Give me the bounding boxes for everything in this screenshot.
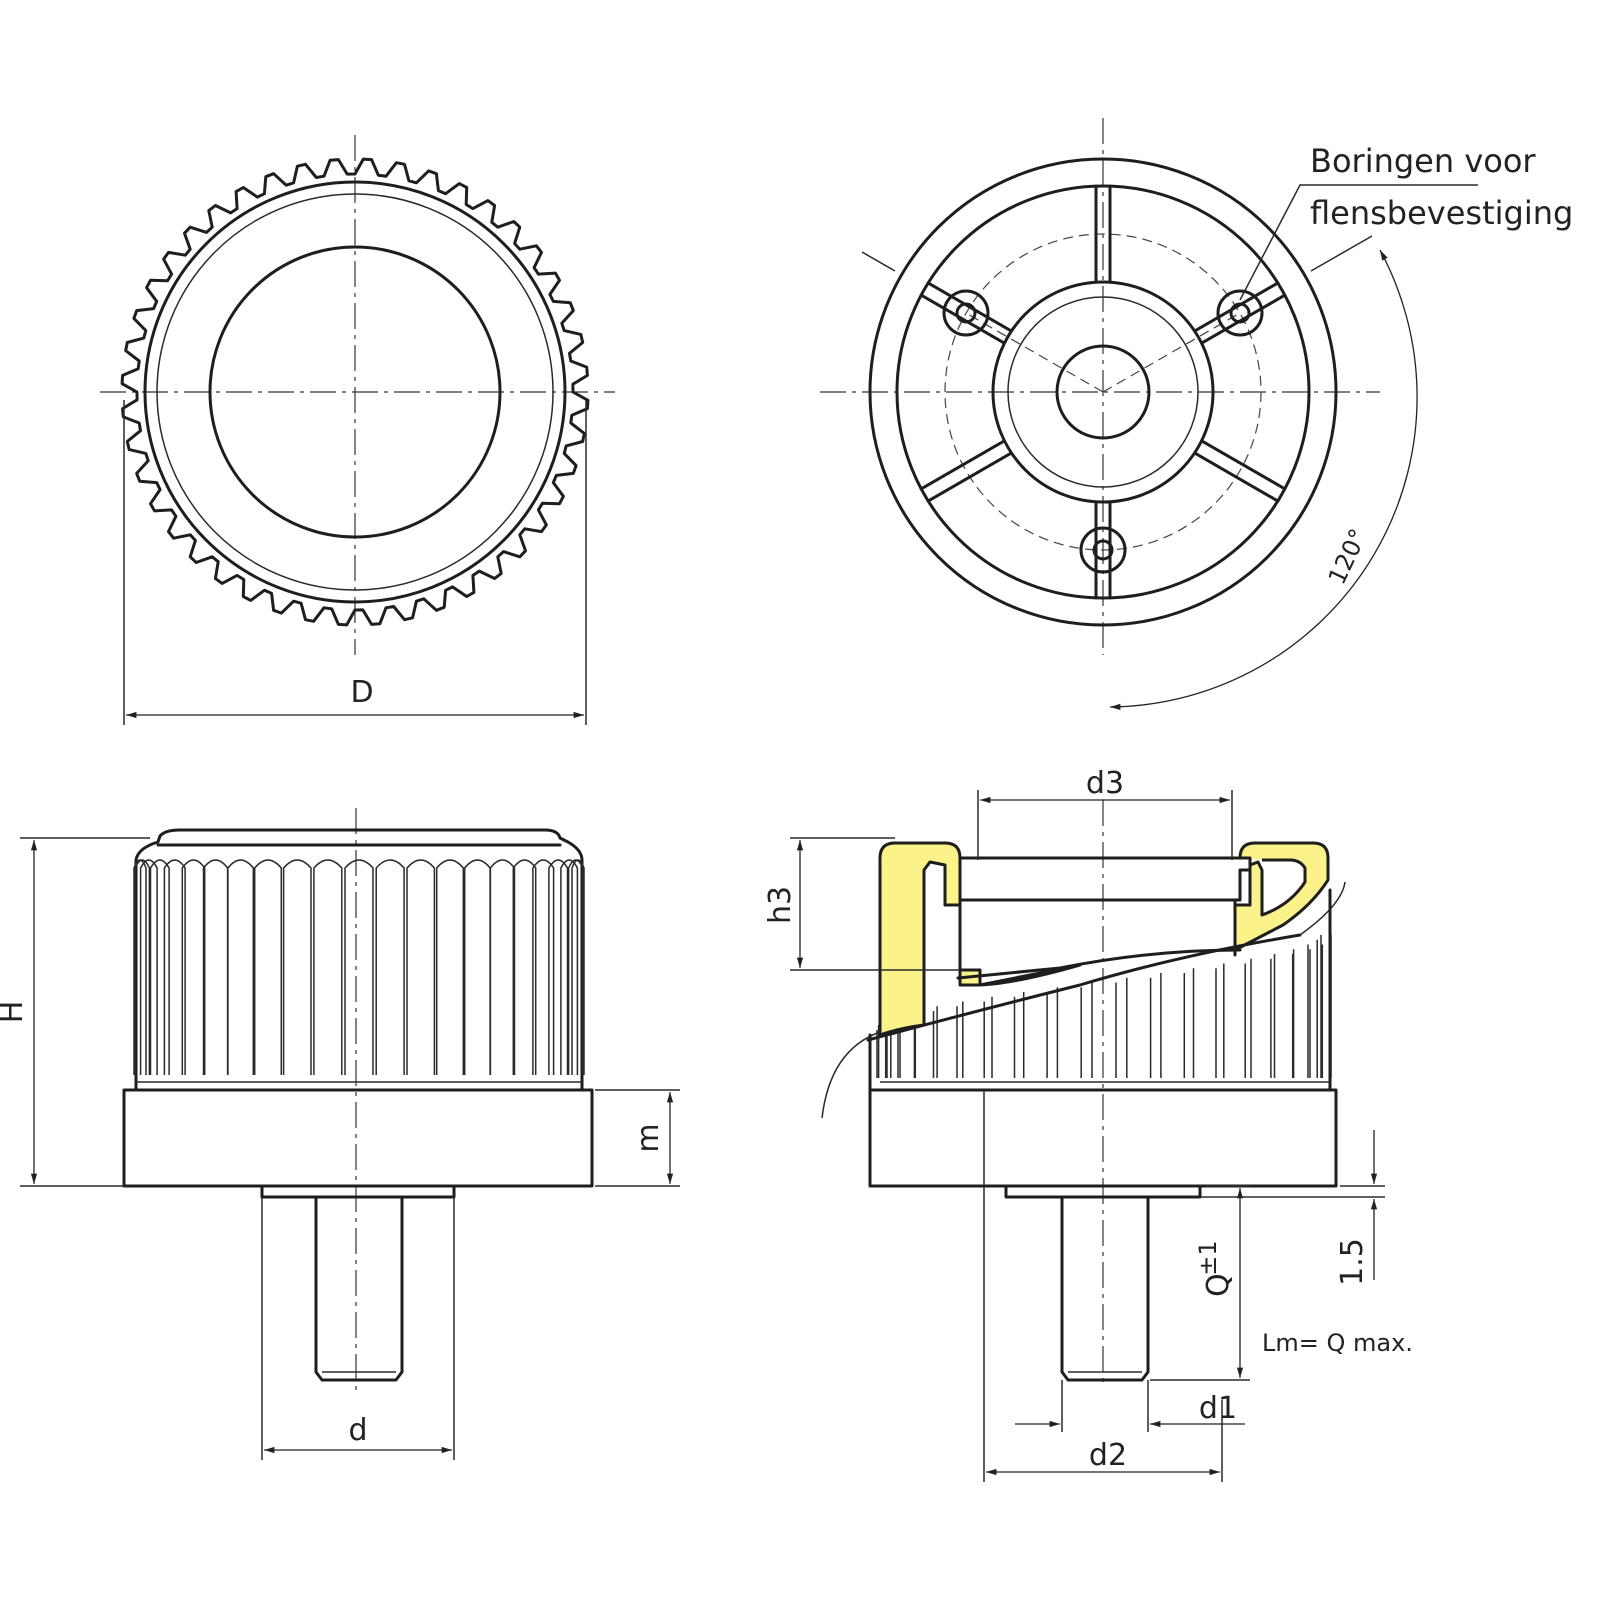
side-view: H m d [0,808,680,1460]
section-cut-right [1233,841,1330,952]
mounting-hole [955,302,977,324]
knurl-rib [571,859,585,1075]
section-rib [1126,977,1152,1078]
section-view: d3 h3 Q ±1 Lm= Q max. 1.5 d1 d2 [763,766,1413,1482]
angle-extension-right [1310,235,1373,272]
knurl-rib [435,859,465,1075]
knob-face [208,245,502,539]
knurl-rib [163,859,186,1075]
bottom-view: Boringen voor flensbevestiging 120° [820,118,1573,711]
knurl-rib [532,859,555,1075]
knurl-rib [489,859,516,1075]
knurl-rib [313,859,343,1075]
angle-extension-left [861,251,896,272]
d1-label: d1 [1199,1391,1237,1426]
section-rib [1022,992,1048,1078]
d2-label: d2 [1089,1438,1127,1473]
lm-note: Lm= Q max. [1262,1329,1413,1357]
section-rib [1307,944,1324,1078]
section-stud [1060,1195,1150,1382]
section-rib [1192,968,1217,1078]
gap-label: 1.5 [1335,1238,1370,1286]
angle-dimension-arc [1109,249,1418,711]
section-rib [1273,954,1294,1078]
break-curve-lower [866,933,1302,1042]
section-rib [1250,958,1272,1078]
knurl-rib [227,859,255,1075]
h3-label: h3 [763,886,798,924]
mounting-holes-note-line1: Boringen voor [1310,142,1536,180]
knurl-rib [139,859,158,1075]
section-rib [991,996,1016,1078]
section-rib [1056,987,1082,1078]
angle-label: 120° [1323,525,1373,589]
mounting-hole [1229,302,1251,324]
q-label-group: Q ±1 [1194,1240,1236,1297]
break-line-right [1299,881,1346,936]
rib-edge [919,293,1006,345]
q-label: Q [1201,1273,1236,1297]
rib-edge [926,281,1013,333]
knurl-rib [463,859,491,1075]
mounting-holes-note-line2: flensbevestiging [1310,194,1573,232]
inner-rim-ring [143,180,567,604]
section-cut-left [878,841,962,1037]
knob-body-outline [134,828,584,1092]
d-diameter-label: D [350,675,373,710]
knurl-rib [375,859,405,1075]
knurled-rim [120,157,590,627]
base-ring [122,1088,594,1188]
knurl-rib [282,859,312,1075]
rib-edge [926,451,1013,503]
knurl-rib [512,859,537,1075]
q-tolerance-label: ±1 [1194,1240,1222,1275]
section-rib [1223,963,1246,1078]
knurl-rib [149,859,170,1075]
section-rib [1091,982,1117,1078]
knurl-rib [181,859,206,1075]
mounting-boss [942,289,990,337]
d3-label: d3 [1086,766,1124,801]
h-height-label: H [0,1001,30,1024]
section-rib [1160,973,1186,1078]
knurl-rib [406,859,436,1075]
knurl-rib [134,859,151,1075]
stud-washer [260,1184,456,1199]
knurl-rib [344,859,374,1075]
section-rib [1316,939,1331,1078]
knurl-rib [253,859,283,1075]
knurl-rib [567,859,584,1075]
small-d-label: d [348,1413,367,1448]
section-rib [1292,949,1311,1078]
knurl-rib [560,859,579,1075]
side-ribs [133,859,585,1075]
knurl-rib [202,859,229,1075]
threaded-stud [314,1195,404,1382]
top-view: D [100,135,615,725]
rib-edge [919,439,1006,491]
rim-step-ring [156,193,554,591]
knurl-rib [548,859,569,1075]
section-rib [936,1006,958,1078]
bolt-hole-axis-1 [965,312,1104,393]
section-washer [1004,1184,1202,1199]
cavity-lid [958,856,1252,902]
section-ribs [876,935,1332,1078]
m-label: m [631,1123,666,1152]
